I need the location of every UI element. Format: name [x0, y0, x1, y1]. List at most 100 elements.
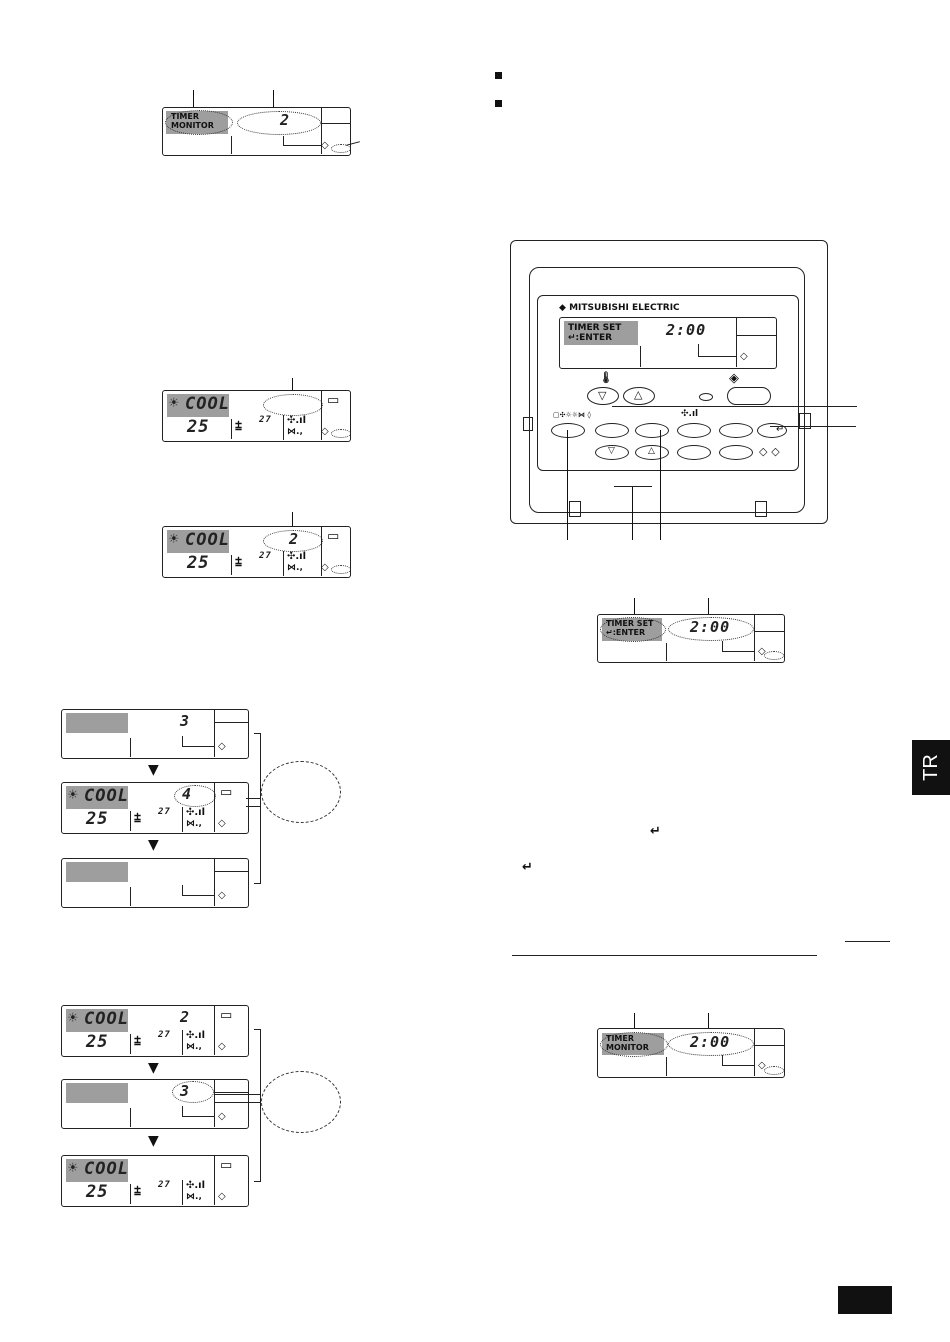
set-temp: 25 [187, 417, 210, 437]
lcd-cool-1: ☀ COOL 25 ⩲ 27 ▭ ✣.ıl ⋈.‚ ◇ [162, 390, 351, 442]
leader-line [193, 90, 194, 110]
room-temp: 27 [259, 415, 272, 425]
diamond-icon: ◇ [218, 1111, 226, 1122]
vane-button[interactable] [719, 423, 753, 438]
diamond-icon: ◇ [321, 562, 329, 573]
lcd-seq-b3: ☀ COOL 25 ⩲ 27 ▭ ✣.ıl ⋈.‚ ◇ [61, 1155, 249, 1207]
lcd-seq-b1: ☀ COOL 25 ⩲ 27 2 ▭ ✣.ıl ⋈.‚ ◇ [61, 1005, 249, 1057]
vane-icon: ⩲ [235, 419, 243, 433]
temp-down-button[interactable]: ▽ [587, 387, 619, 405]
diamond-icon: ◇ [321, 426, 329, 437]
brand-name: MITSUBISHI ELECTRIC [569, 303, 680, 313]
thermometer-icon: 🌡 [599, 371, 613, 384]
filter-icon: ▭ [327, 529, 340, 544]
set-temp: 25 [86, 1032, 109, 1052]
leader-line [292, 512, 293, 528]
filter-icon: ▭ [220, 785, 233, 800]
down-arrow: ▼ [148, 837, 159, 853]
timer-number: 2 [280, 111, 291, 129]
lcd-seq-a2: ☀ COOL 25 ⩲ 27 4 ▭ ✣.ıl ⋈.‚ ◇ [61, 782, 249, 834]
mode-label: COOL [84, 1009, 129, 1029]
sun-icon: ☀ [68, 1158, 79, 1177]
lcd-timer-set: TIMER SET ↵:ENTER 2:00 ◇ [597, 614, 785, 663]
louver-up-button[interactable] [719, 445, 753, 460]
set-temp: 25 [86, 809, 109, 829]
hour-up-button[interactable]: △ [635, 445, 669, 460]
filter-icon: ▭ [220, 1158, 233, 1173]
vane-icon: ⩲ [134, 1034, 142, 1048]
set-temp: 25 [187, 553, 210, 573]
timer-set-button[interactable] [635, 423, 669, 438]
mode-label: COOL [185, 394, 230, 414]
diamond-icon: ◇ [218, 818, 226, 829]
fan-icon: ✣.ıl [186, 1030, 206, 1041]
led-indicator [699, 393, 713, 401]
set-temp: 25 [86, 1182, 109, 1202]
timer-number: 4 [182, 785, 193, 803]
airflow-icon: ⋈.‚ [287, 563, 303, 573]
language-tab: TR [912, 740, 950, 795]
fan-icon: ✣.ıl [186, 1180, 206, 1191]
timer-time: 2:00 [690, 1033, 731, 1051]
timer-mode-button[interactable] [595, 423, 629, 438]
bullet-square [495, 100, 502, 107]
lcd-cool-2: ☀ COOL 25 ⩲ 27 2 ▭ ✣.ıl ⋈.‚ ◇ [162, 526, 351, 578]
timer-time: 2:00 [690, 618, 731, 636]
vane-icon: ⩲ [134, 811, 142, 825]
timer-set-label: TIMER SET ↵:ENTER [568, 323, 622, 343]
leader-line [273, 90, 274, 110]
lcd-seq-a1: 3 ◇ [61, 709, 249, 759]
timer-number: 2 [180, 1008, 191, 1026]
temp-up-button[interactable]: △ [623, 387, 655, 405]
sun-icon: ☀ [68, 785, 79, 804]
power-icon: ◈ [729, 371, 739, 386]
fan-icon: ✣.ıl [287, 415, 307, 426]
diamond-icon: ◇ [218, 741, 226, 752]
mode-label: COOL [84, 786, 129, 806]
room-temp: 27 [158, 1180, 171, 1190]
timer-monitor-label: TIMER MONITOR [171, 112, 214, 130]
room-temp: 27 [259, 551, 272, 561]
mode-label: COOL [84, 1159, 129, 1179]
down-arrow: ▼ [148, 762, 159, 778]
down-arrow: ▼ [148, 1060, 159, 1076]
lcd-timer-monitor-2: TIMER MONITOR 2:00 ◇ [597, 1028, 785, 1078]
timer-time: 2:00 [666, 321, 707, 339]
room-temp: 27 [158, 807, 171, 817]
airflow-icon: ⋈.‚ [186, 819, 202, 829]
diamond-pair-icon: ◇ ◇ [759, 445, 780, 458]
fan-button[interactable] [677, 423, 711, 438]
diamond-icon: ◇ [740, 351, 748, 362]
diamond-icon: ◇ [321, 140, 329, 151]
airflow-icon: ⋈.‚ [287, 427, 303, 437]
page-number-box [838, 1286, 892, 1314]
dashed-oval [261, 761, 341, 823]
enter-arrow: ↵ [522, 860, 533, 875]
brand-logo: ◆ MITSUBISHI ELECTRIC [559, 303, 680, 313]
mode-icons: ▢✣☼☼⋈ ◊ [553, 411, 591, 419]
filter-icon: ▭ [220, 1008, 233, 1023]
mode-button[interactable] [551, 423, 585, 438]
lcd-seq-b2: 3 ◇ [61, 1079, 249, 1129]
dashed-oval [261, 1071, 341, 1133]
room-temp: 27 [158, 1030, 171, 1040]
diamond-icon: ◇ [758, 646, 766, 657]
timer-number: 3 [180, 712, 191, 730]
diamond-icon: ◇ [218, 1041, 226, 1052]
timer-monitor-label: TIMER MONITOR [606, 1034, 649, 1052]
enter-arrow: ↵ [776, 424, 785, 435]
hour-down-button[interactable]: ▽ [595, 445, 629, 460]
vane-icon: ⩲ [235, 555, 243, 569]
bullet-square [495, 72, 502, 79]
lcd-seq-a3: ◇ [61, 858, 249, 908]
sun-icon: ☀ [169, 393, 180, 412]
sun-icon: ☀ [169, 529, 180, 548]
lcd-timer-monitor: TIMER MONITOR 2 ◇ [162, 107, 351, 156]
diamond-icon: ◇ [758, 1060, 766, 1071]
filter-icon: ▭ [327, 393, 340, 408]
airflow-icon: ⋈.‚ [186, 1192, 202, 1202]
louver-down-button[interactable] [677, 445, 711, 460]
on-off-button[interactable] [727, 387, 771, 405]
fan-icon: ✣.ıl [287, 551, 307, 562]
mode-label: COOL [185, 530, 230, 550]
